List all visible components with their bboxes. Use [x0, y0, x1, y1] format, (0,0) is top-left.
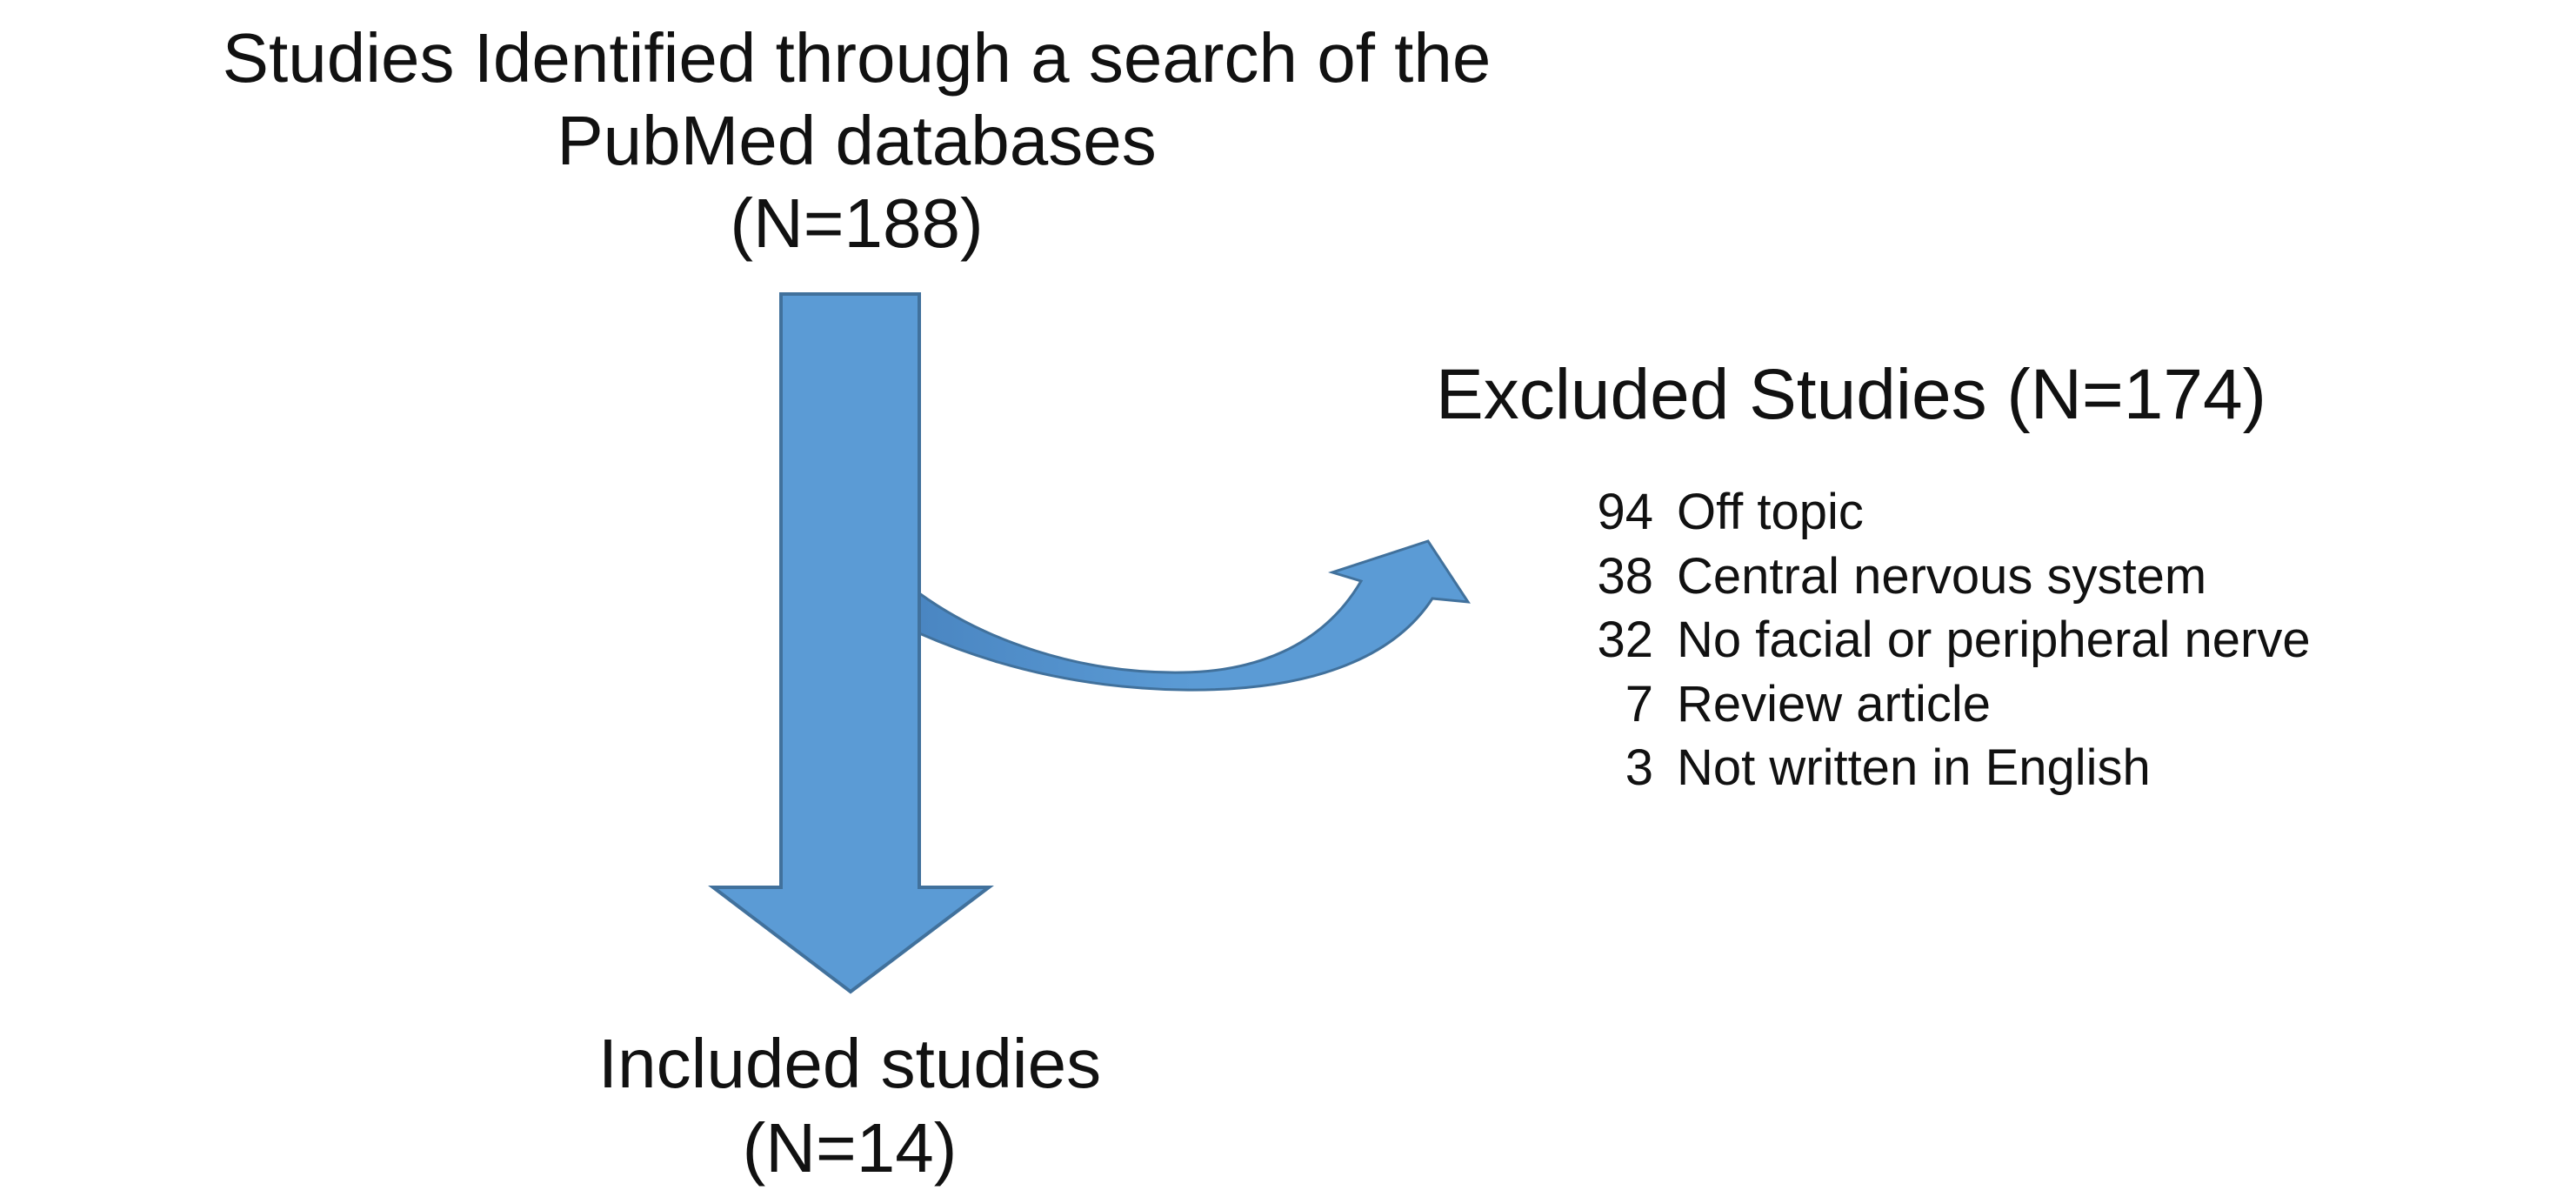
- exclusion-reasons-list: 94 Off topic 38 Central nervous system 3…: [1578, 480, 2311, 800]
- included-count: (N=14): [742, 1109, 958, 1187]
- reason-count: 94: [1597, 484, 1653, 540]
- reason-count: 32: [1597, 612, 1653, 668]
- source-line-2: PubMed databases: [557, 102, 1157, 179]
- included-title: Included studies: [597, 1025, 1102, 1102]
- reason-label: Off topic: [1677, 484, 1864, 540]
- reason-label: Not written in English: [1677, 739, 2151, 796]
- reason-count: 7: [1625, 675, 1653, 732]
- reason-label: Central nervous system: [1677, 547, 2207, 605]
- exclusion-reason-item: 94 Off topic: [1578, 480, 2311, 545]
- down-arrow-icon: [708, 292, 994, 994]
- reason-label: No facial or peripheral nerve: [1677, 612, 2311, 668]
- included-studies-label: Included studies (N=14): [502, 1021, 1198, 1190]
- exclusion-reason-item: 3 Not written in English: [1578, 736, 2311, 800]
- exclusion-reason-item: 7 Review article: [1578, 672, 2311, 737]
- reason-count: 3: [1625, 739, 1653, 796]
- source-count: (N=188): [730, 184, 984, 262]
- reason-count: 38: [1597, 547, 1653, 605]
- source-line-1: Studies Identified through a search of t…: [222, 19, 1492, 97]
- reason-label: Review article: [1677, 675, 1991, 732]
- source-studies-label: Studies Identified through a search of t…: [0, 17, 1713, 264]
- excluded-studies-title: Excluded Studies (N=174): [1436, 355, 2266, 434]
- curved-arrow-icon: [918, 539, 1471, 692]
- exclusion-reason-item: 32 No facial or peripheral nerve: [1578, 608, 2311, 672]
- exclusion-reason-item: 38 Central nervous system: [1578, 545, 2311, 609]
